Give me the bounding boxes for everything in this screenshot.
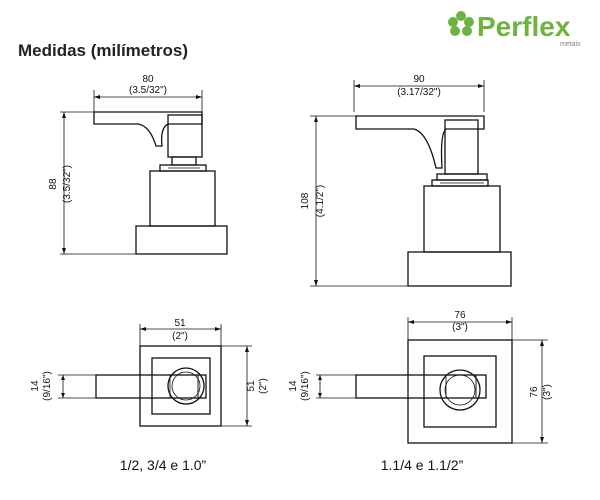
small-side-width-mm: 80 xyxy=(142,74,154,85)
large-top-height-in: (3") xyxy=(542,384,553,400)
small-side-width-in: (3.5/32") xyxy=(129,85,167,96)
small-side-view: 80 (3.5/32") 88 (3.5/32") xyxy=(48,74,228,255)
brand-logo: Perflex metais xyxy=(448,11,581,48)
large-top-lever-mm: 14 xyxy=(288,380,299,392)
caption-small-sizes: 1/2, 3/4 e 1.0” xyxy=(120,457,207,473)
small-top-width-in: (2") xyxy=(172,331,188,342)
small-top-lever-mm: 14 xyxy=(30,380,41,392)
large-side-width-mm: 90 xyxy=(413,74,425,85)
caption-large-sizes: 1.1/4 e 1.1/2” xyxy=(381,457,464,473)
small-side-height-in: (3.5/32") xyxy=(62,165,73,203)
small-top-height-mm: 51 xyxy=(246,380,257,392)
large-top-height-mm: 76 xyxy=(529,386,540,398)
brand-name: Perflex xyxy=(477,11,571,42)
small-top-lever-in: (9/16") xyxy=(42,371,53,401)
large-side-height-mm: 108 xyxy=(300,192,311,209)
page-title: Medidas (milímetros) xyxy=(18,41,188,60)
large-top-width-mm: 76 xyxy=(454,310,466,321)
small-top-height-in: (2") xyxy=(258,378,269,394)
small-top-view: 51 (2") 51 (2") 14 (9/16") xyxy=(30,318,269,427)
large-side-height-in: (4.1/2") xyxy=(315,185,326,217)
large-top-view: 76 (3") 76 (3") 14 (9/16") xyxy=(288,310,553,444)
large-top-lever-in: (9/16") xyxy=(300,371,311,401)
large-side-view: 90 (3.17/32") 108 (4.1/2") xyxy=(300,74,512,287)
leaf-cluster-icon xyxy=(448,11,474,36)
small-top-width-mm: 51 xyxy=(174,318,186,329)
large-top-width-in: (3") xyxy=(452,322,468,333)
small-side-height-mm: 88 xyxy=(48,178,59,190)
large-side-width-in: (3.17/32") xyxy=(397,87,441,98)
brand-subtitle: metais xyxy=(560,41,581,48)
